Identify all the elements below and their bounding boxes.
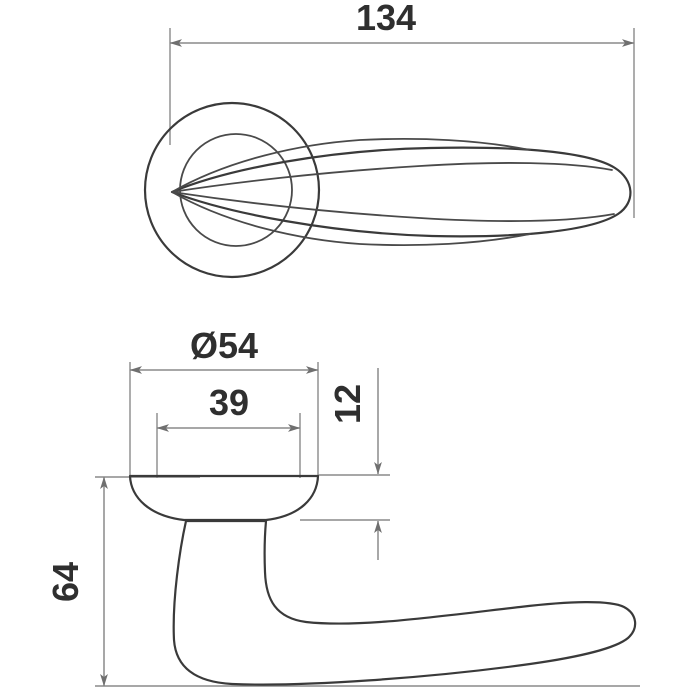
lever-side-outline	[172, 519, 637, 686]
top-view-group: 134	[143, 0, 635, 279]
rosette-outer-circle	[143, 101, 321, 279]
lever-body-outline	[170, 146, 632, 238]
dim-label-64: 64	[45, 562, 86, 602]
lever-crease-upper-mid	[171, 162, 613, 193]
side-view-group: Ø54 39 12 64	[45, 325, 640, 687]
dim-label-39: 39	[209, 382, 249, 423]
lever-crease-lower-mid	[171, 191, 615, 222]
lever-crease-upper	[171, 138, 531, 193]
dim-label-134: 134	[356, 0, 416, 38]
dim-label-12: 12	[327, 384, 368, 424]
rosette-inner-circle	[179, 133, 293, 247]
dim-label-54: Ø54	[190, 325, 258, 366]
lever-crease-lower	[171, 191, 531, 246]
rosette-side-profile	[128, 474, 320, 522]
